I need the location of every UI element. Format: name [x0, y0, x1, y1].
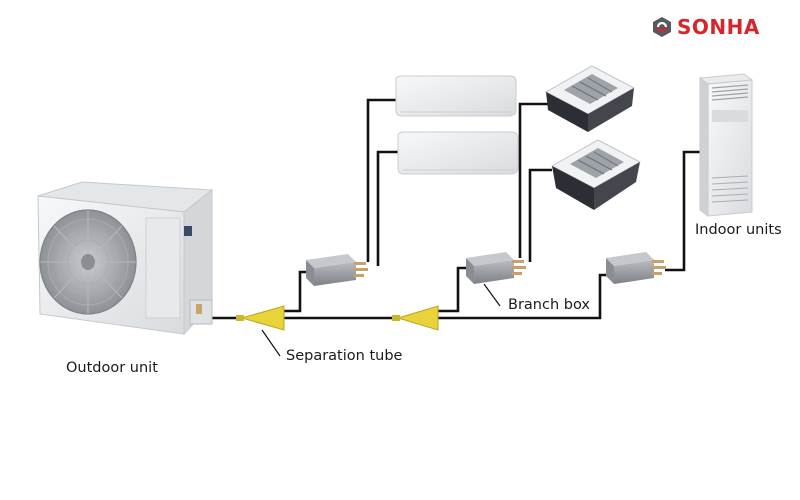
pipe-to-branch-box-2: [436, 266, 466, 313]
indoor-units-label: Indoor units: [695, 222, 782, 238]
separation-tube-2: [392, 305, 439, 331]
branch-box-3: [606, 252, 666, 284]
wall-mounted-unit-2-icon: [397, 131, 519, 175]
pipe-to-wall-unit-1: [366, 98, 396, 262]
pipe-to-cassette-2: [528, 168, 552, 262]
refrigerant-pipes: [212, 98, 702, 320]
pipe-to-floor-unit: [665, 150, 702, 272]
pipe-to-wall-unit-2: [376, 150, 398, 266]
brand-name: SONHA: [677, 15, 760, 39]
branch-box-1: [306, 254, 368, 286]
pipe-to-cassette-1: [518, 102, 548, 258]
brand-logo: SONHA: [650, 15, 760, 39]
outdoor-unit-label: Outdoor unit: [66, 360, 158, 376]
separation-tube-label: Separation tube: [286, 348, 403, 364]
branch-box-leader: [483, 283, 501, 307]
label-leaders: [261, 283, 501, 357]
branch-box-label: Branch box: [508, 297, 590, 313]
separation-tube-1: [236, 305, 285, 331]
pipe-to-branch-box-1: [282, 270, 306, 313]
wall-mounted-unit-1-icon: [395, 75, 517, 117]
sonha-logo-icon: [653, 17, 671, 37]
separation-tube-leader: [261, 329, 281, 357]
outdoor-unit-icon: [37, 181, 214, 336]
cassette-unit-2-icon: [550, 139, 642, 210]
cassette-unit-1-icon: [544, 65, 636, 132]
floor-standing-unit-icon: [698, 73, 754, 217]
branch-box-2: [466, 252, 526, 284]
